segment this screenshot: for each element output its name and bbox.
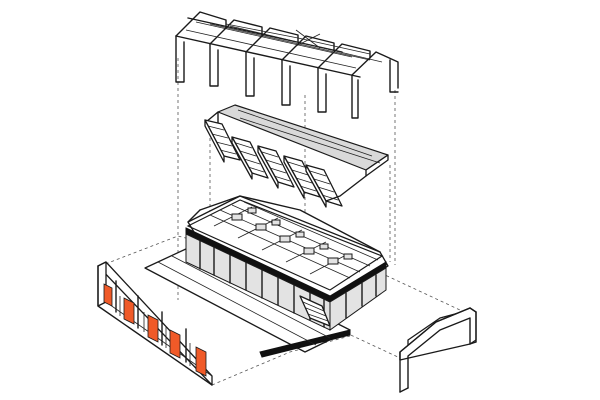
gable-end-wall [399, 307, 477, 393]
roof-frame [175, 11, 399, 119]
furniture-grid [209, 201, 379, 279]
door-leaves [103, 283, 207, 377]
door-frames [115, 280, 191, 366]
ground-floor-slab [144, 247, 351, 358]
ground-stair [299, 295, 331, 327]
mezzanine-stairs [204, 119, 367, 208]
ground-floor-structure [185, 195, 389, 331]
front-wall-with-doors [97, 261, 213, 386]
mezzanine-slab [205, 104, 389, 177]
